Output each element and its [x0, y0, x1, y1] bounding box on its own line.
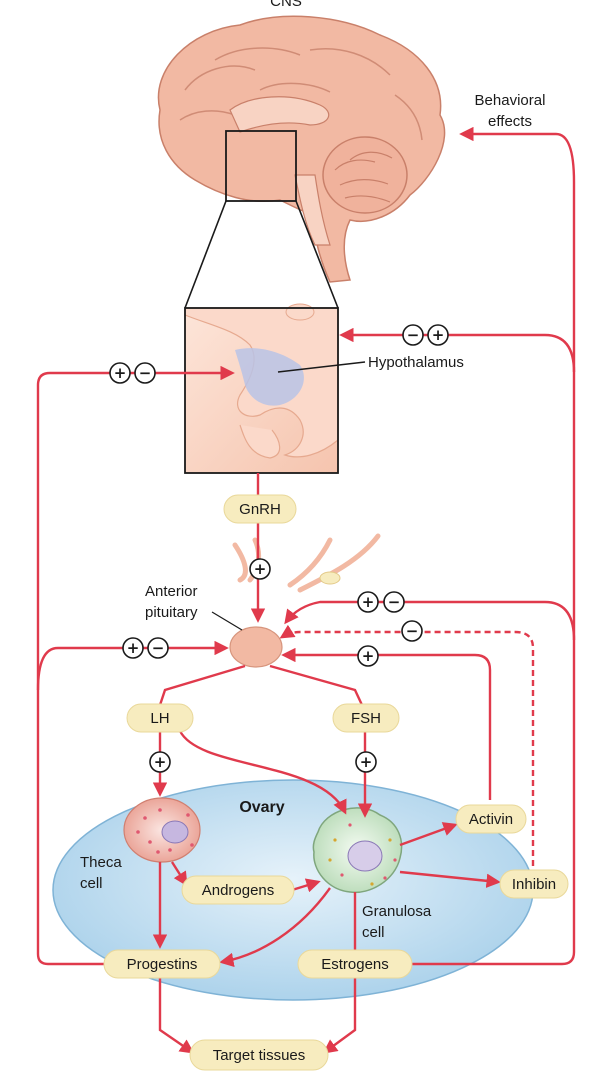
lh-pill: LH	[126, 703, 194, 733]
zoom-line-right	[295, 200, 339, 309]
granulosa-cell-label-line1: Granulosa	[362, 903, 432, 920]
arrow-lh-granulosa	[178, 730, 347, 815]
behavioral-effects-label-line1: Behavioral	[475, 92, 546, 109]
inhibin-label: Inhibin	[512, 876, 556, 893]
feedback-arrows	[36, 126, 576, 1054]
arrow-pituitary-fsh	[269, 664, 364, 706]
svg-text:+: +	[432, 326, 445, 344]
svg-text:+: +	[360, 753, 373, 771]
arrow-estrogens-behavior	[412, 126, 576, 966]
sign-plus-fsh: +	[355, 751, 377, 773]
ovary-label: Ovary	[239, 799, 284, 816]
activin-pill: Activin	[455, 804, 527, 834]
hypothalamus-label: Hypothalamus	[368, 354, 464, 371]
target-tissues-label: Target tissues	[213, 1047, 306, 1064]
sign-plus-hypo-left: +	[109, 362, 131, 384]
sign-plus-pit-estrogen: +	[357, 591, 379, 613]
theca-cell-label-line1: Theca	[80, 854, 122, 871]
progestins-pill: Progestins	[103, 949, 221, 979]
svg-text:−: −	[152, 639, 165, 657]
behavioral-effects-label-line2: effects	[488, 113, 532, 130]
pituitary-illustration	[229, 533, 381, 668]
arrow-progestins-target	[158, 978, 195, 1054]
hypothalamus-panel	[184, 303, 339, 474]
inhibin-pill: Inhibin	[499, 869, 569, 899]
pituitary-leader-line	[211, 611, 243, 631]
granulosa-cell-label-line2: cell	[362, 924, 385, 941]
svg-text:−: −	[388, 593, 401, 611]
sign-plus-activin: +	[357, 645, 379, 667]
arrow-progestins-pituitary	[36, 640, 229, 691]
arrow-estrogens-target	[322, 978, 357, 1054]
arrow-progestins-hypothalamus	[36, 365, 235, 966]
svg-text:−: −	[407, 326, 420, 344]
gnrh-pill: GnRH	[223, 494, 297, 524]
estrogens-label: Estrogens	[321, 956, 389, 973]
anterior-pituitary-label-line1: Anterior	[145, 583, 198, 600]
svg-text:+: +	[114, 364, 127, 382]
svg-text:+: +	[362, 593, 375, 611]
fsh-pill: FSH	[332, 703, 400, 733]
target-tissues-pill: Target tissues	[189, 1039, 329, 1071]
estrogens-pill: Estrogens	[297, 949, 413, 979]
svg-text:+: +	[254, 560, 267, 578]
lh-label: LH	[150, 710, 169, 727]
svg-text:−: −	[139, 364, 152, 382]
sign-plus-lh: +	[149, 751, 171, 773]
sign-plus-gnrh: +	[249, 558, 271, 580]
arrow-androgens-granulosa	[291, 878, 321, 893]
brain-illustration	[157, 15, 446, 283]
theca-cell	[123, 797, 201, 863]
sign-plus-pit-left: +	[122, 637, 144, 659]
sign-markers: + − − + + + − + − − + + +	[109, 324, 449, 773]
gnrh-label: GnRH	[239, 501, 281, 518]
arrow-theca-androgens	[170, 861, 188, 887]
sign-minus-hypo-left: −	[134, 362, 156, 384]
arrow-estrogens-hypothalamus	[339, 327, 576, 373]
arrow-granulosa-activin	[399, 822, 458, 847]
arrow-inhibin-pituitary	[279, 624, 535, 866]
sign-plus-hypo-right: +	[427, 324, 449, 346]
sign-minus-pit-estrogen: −	[383, 591, 405, 613]
hypothalamus-leader-line	[277, 361, 366, 373]
zoom-box	[225, 130, 297, 202]
sign-minus-inhibin: −	[401, 620, 423, 642]
arrow-granulosa-inhibin	[399, 870, 501, 888]
svg-text:+: +	[154, 753, 167, 771]
androgens-label: Androgens	[202, 882, 275, 899]
svg-text:+: +	[127, 639, 140, 657]
anterior-pituitary-label-line2: pituitary	[145, 604, 198, 621]
arrow-granulosa-progestins	[219, 887, 331, 967]
sign-minus-hypo-right: −	[402, 324, 424, 346]
arrow-activin-pituitary	[281, 647, 492, 800]
progestins-label: Progestins	[127, 956, 198, 973]
theca-cell-label-line2: cell	[80, 875, 103, 892]
arrow-pituitary-lh	[158, 664, 246, 706]
zoom-line-left	[184, 200, 227, 309]
arrow-estrogens-pituitary	[284, 600, 576, 641]
svg-text:+: +	[362, 647, 375, 665]
activin-label: Activin	[469, 811, 513, 828]
androgens-pill: Androgens	[181, 875, 295, 905]
fsh-label: FSH	[351, 710, 381, 727]
svg-text:−: −	[406, 622, 419, 640]
sign-minus-pit-left: −	[147, 637, 169, 659]
cns-label: CNS	[270, 0, 302, 10]
